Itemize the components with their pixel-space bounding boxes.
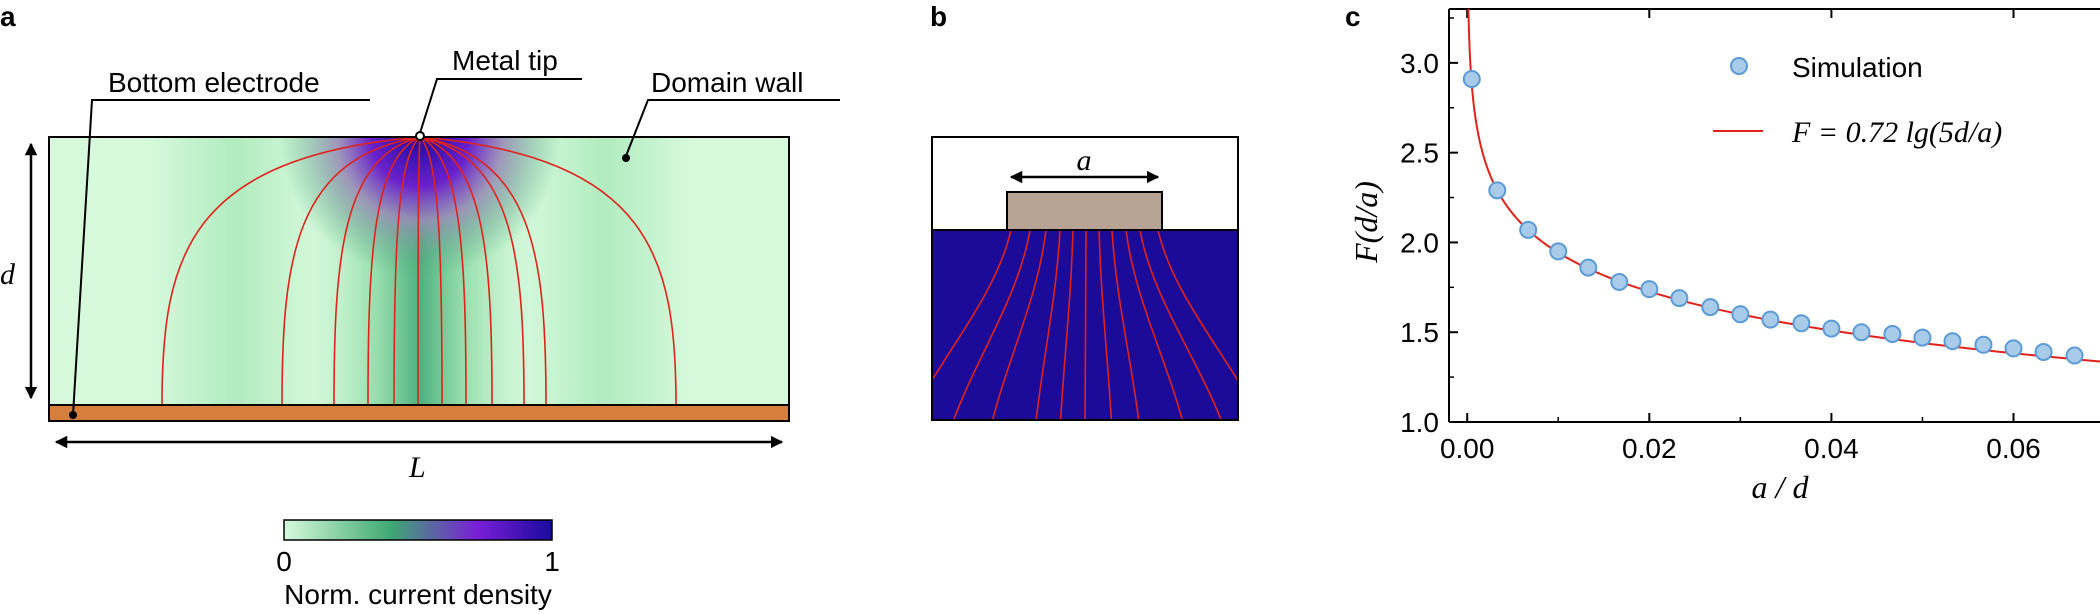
simulation-point [2004,339,2023,358]
simulation-point [1822,319,1841,338]
current-line-a [333,137,421,405]
current-line-b [1098,230,1113,420]
simulation-point [1943,332,1962,351]
fit-line [1467,9,2100,363]
current-line-b [1059,230,1074,420]
simulation-point [1579,258,1598,277]
simulation-point [1640,280,1659,299]
x-tick-label: 0.04 [1804,433,1859,464]
legend-simulation-marker [1730,57,1748,75]
dimension-L-label: L [408,451,426,484]
current-line-b [932,230,1012,382]
simulation-point [1701,298,1720,317]
current-line-a [419,137,677,405]
callout-metal-tip [419,78,582,134]
x-tick-label: 0.02 [1622,433,1677,464]
current-line-b [1111,230,1140,420]
bottom-electrode-bar [48,404,790,422]
simulation-point [1852,323,1871,342]
current-line-a [161,137,421,405]
simulation-point [1670,289,1689,308]
y-tick-label: 1.5 [1400,317,1439,348]
annotation-bottom-electrode: Bottom electrode [108,67,320,98]
x-axis-label: a / d [1752,469,1810,505]
simulation-point [2034,342,2053,361]
current-line-b [1125,230,1184,420]
metal-tip-marker [415,131,425,141]
panel-b: b a [930,1,1239,421]
current-line-b [1084,230,1087,420]
simulation-point [1610,272,1629,291]
dimension-d-label: d [0,258,16,291]
legend-simulation-label: Simulation [1792,52,1923,83]
y-tick-label: 2.5 [1400,138,1439,169]
dimension-a-label: a [1077,144,1092,177]
current-line-b [952,230,1031,420]
current-lines-a [161,137,677,405]
current-line-a [417,137,421,405]
y-tick-label: 2.0 [1400,227,1439,258]
simulation-point [1974,335,1993,354]
panel-b-frame [931,136,1239,421]
colorbar-max-label: 1 [544,546,560,577]
callout-domain-wall [622,99,840,162]
current-line-a [281,137,421,405]
current-line-a [367,137,421,405]
annotation-domain-wall: Domain wall [651,67,804,98]
current-line-b [1157,230,1238,383]
panel-c: c 0.00 0.02 0.04 0.06 1.0 1.5 2.0 2.5 3.0 F(d/a)… [1345,1,2100,505]
current-lines-b [932,230,1238,420]
colorbar-title: Norm. current density [284,579,552,610]
panel-label-c: c [1345,1,1361,32]
current-line-a [419,137,467,405]
current-line-a [419,137,547,405]
annotation-metal-tip: Metal tip [452,45,558,76]
simulation-point [2065,346,2084,365]
panel-a: a Bottom electrode Metal tip Domain wall… [0,1,840,610]
simulation-point [1731,305,1750,324]
simulation-point [1519,220,1538,239]
simulation-point [1462,70,1481,89]
current-line-a [419,137,443,405]
colorbar-min-label: 0 [276,546,292,577]
current-line-b [1139,230,1222,420]
tip-current-hotspot [280,137,560,277]
panel-label-a: a [0,1,16,32]
simulation-point [1488,181,1507,200]
legend-fit-label: F = 0.72 lg(5d/a) [1791,116,2002,149]
x-tick-label: 0.06 [1986,433,2041,464]
tip-block [1006,191,1163,231]
current-line-b [991,230,1047,420]
simulation-point [1761,310,1780,329]
callout-bottom-electrode [69,99,370,419]
current-line-a [419,137,493,405]
simulation-point [1913,328,1932,347]
current-line-a [393,137,421,405]
simulation-point [1792,314,1811,333]
simulation-point [1549,242,1568,261]
y-tick-label: 1.0 [1400,407,1439,438]
simulation-point [1883,325,1902,344]
x-tick-label: 0.00 [1440,433,1495,464]
current-line-a [419,137,525,405]
y-tick-label: 3.0 [1400,48,1439,79]
panel-label-b: b [930,1,947,32]
y-axis-label: F(d/a) [1348,181,1384,264]
colorbar [283,519,553,541]
current-line-b [1035,230,1061,420]
